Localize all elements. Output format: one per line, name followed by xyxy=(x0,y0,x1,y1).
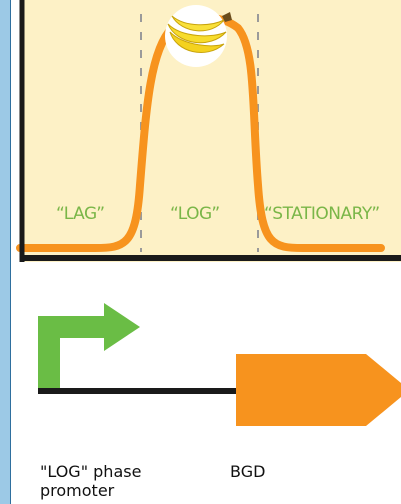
left-margin-bar xyxy=(0,0,10,504)
lag-phase-label: “LAG” xyxy=(56,204,105,224)
stationary-phase-label: “STATIONARY” xyxy=(264,204,380,224)
log-phase-label: “LOG” xyxy=(170,204,220,224)
gene-caption: BGD xyxy=(230,462,266,481)
promoter-caption: "LOG" phase promoter xyxy=(40,462,142,500)
left-margin-line xyxy=(10,0,11,504)
banana-bunch-icon xyxy=(165,5,232,67)
gene-arrow-block-icon xyxy=(236,354,401,426)
bent-arrow-promoter-icon xyxy=(38,303,140,388)
